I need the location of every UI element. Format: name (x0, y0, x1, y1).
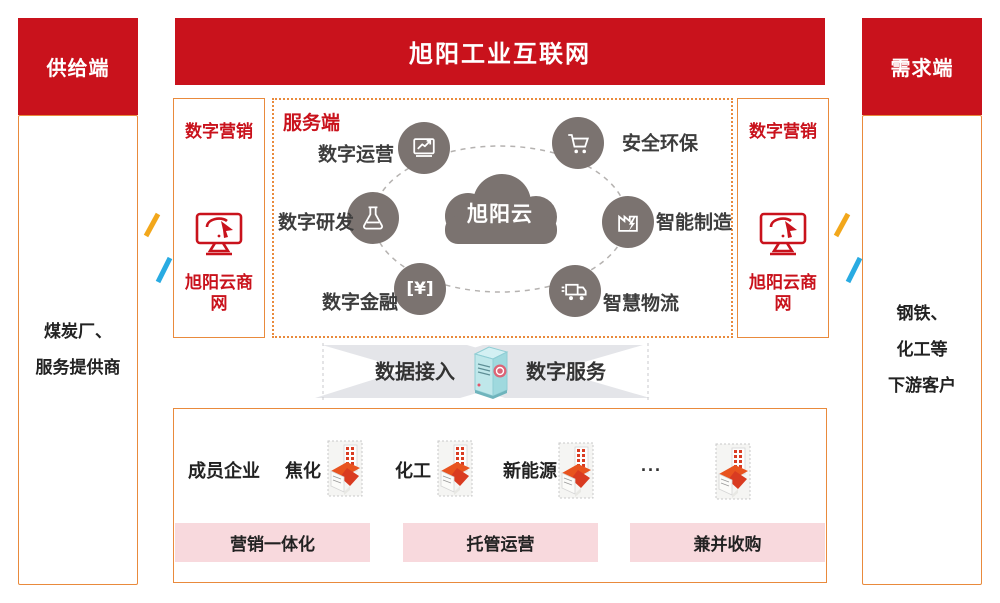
server-icon (473, 346, 509, 399)
member-category-more: ... (641, 455, 663, 475)
cloud-icon (445, 174, 557, 244)
service-bar-marketing: 营销一体化 (175, 523, 370, 562)
service-bar-label: 营销一体化 (230, 535, 315, 554)
monitor-cursor-icon (759, 212, 807, 256)
member-category-newenergy: 新能源 (503, 461, 557, 481)
members-title: 成员企业 (188, 461, 260, 481)
yen-icon: [¥] (406, 279, 434, 299)
supply-text-line1: 煤炭厂、 (44, 322, 112, 341)
flask-icon (363, 206, 383, 230)
marketing-panel-left: 数字营销 旭阳云商网 (173, 98, 265, 338)
platform-title: 旭阳工业互联网 (409, 41, 591, 68)
building-icon (437, 440, 473, 497)
demand-header: 需求端 (862, 18, 982, 115)
yellow-arrow-icon (833, 212, 866, 239)
service-label-rnd: 数字研发 (277, 212, 355, 234)
supply-header-label: 供给端 (46, 58, 110, 80)
supply-box: 煤炭厂、 服务提供商 (18, 115, 138, 585)
service-label-safety: 安全环保 (621, 133, 699, 155)
platform-banner: 旭阳工业互联网 (175, 18, 825, 85)
service-bar-operation: 托管运营 (403, 523, 598, 562)
factory-icon (618, 214, 638, 232)
service-bar-label: 兼并收购 (693, 535, 762, 554)
member-category-chemical: 化工 (395, 461, 431, 481)
marketing-panel-right: 数字营销 旭阳云商网 (737, 98, 829, 338)
service-circle-manufacturing (602, 196, 654, 248)
service-circle-finance: [¥] (394, 263, 446, 315)
member-category-coking: 焦化 (285, 461, 321, 481)
demand-text-line1: 钢铁、 (896, 304, 948, 323)
exchange-arrows-left (140, 212, 176, 284)
building-icon (327, 440, 363, 497)
building-icon (715, 443, 751, 500)
marketing-site-label: 旭阳云商网 (749, 273, 817, 313)
marketing-title: 数字营销 (749, 122, 817, 141)
supply-text-line2: 服务提供商 (35, 358, 121, 377)
service-bar-label: 托管运营 (466, 535, 535, 554)
marketing-site-label: 旭阳云商网 (185, 273, 253, 313)
demand-text-line3: 下游客户 (888, 376, 956, 395)
exchange-arrows-right (830, 212, 866, 284)
demand-text-line2: 化工等 (896, 340, 948, 359)
building-icon (558, 442, 594, 499)
funnel-label-data-access: 数据接入 (375, 361, 455, 384)
truck-icon (561, 283, 587, 301)
service-label-manufacturing: 智能制造 (655, 212, 733, 234)
service-circle-rnd (347, 192, 399, 244)
supply-header: 供给端 (18, 18, 138, 115)
services-label: 服务端 (283, 113, 341, 134)
cloud-label: 旭阳云 (467, 203, 533, 226)
yellow-arrow-icon (143, 212, 176, 239)
service-circle-logistics (549, 265, 601, 317)
service-circle-operations (398, 122, 450, 174)
service-label-finance: 数字金融 (321, 292, 399, 314)
demand-header-label: 需求端 (890, 58, 954, 80)
demand-box: 钢铁、 化工等 下游客户 (862, 115, 982, 585)
marketing-title: 数字营销 (185, 122, 253, 141)
monitor-cursor-icon (195, 212, 243, 256)
cart-icon (568, 134, 590, 154)
chart-board-icon (413, 138, 435, 157)
blue-arrow-icon (830, 256, 863, 284)
service-circle-safety (552, 117, 604, 169)
funnel-label-digital-service: 数字服务 (526, 361, 606, 384)
service-label-logistics: 智慧物流 (602, 293, 680, 315)
service-label-operations: 数字运营 (317, 144, 395, 166)
blue-arrow-icon (140, 256, 173, 284)
service-bar-ma: 兼并收购 (630, 523, 825, 562)
